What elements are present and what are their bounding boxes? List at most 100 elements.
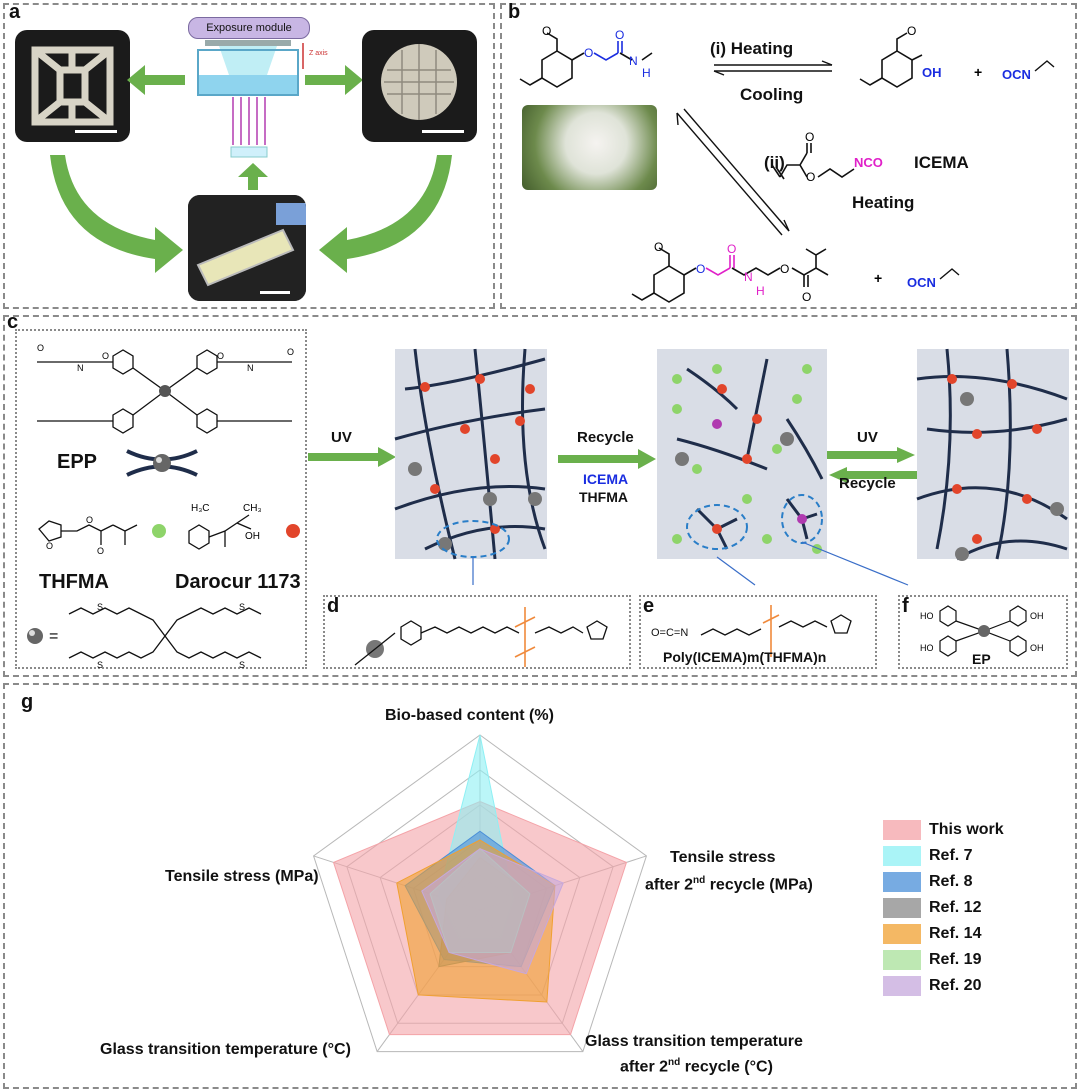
scale-bar — [260, 291, 290, 294]
epp-label: EPP — [57, 451, 98, 473]
ocn-label-1: OCN — [1002, 67, 1031, 82]
arrow-left — [127, 65, 185, 95]
svg-text:O: O — [97, 546, 104, 556]
equals-label: = — [49, 628, 58, 645]
radar-chart — [312, 734, 648, 1053]
legend-label: Ref. 12 — [929, 899, 982, 916]
network-recured — [916, 348, 1069, 561]
panel-label-f: f — [902, 595, 909, 617]
legend-item: This work — [883, 817, 1033, 843]
step2-label: (ii) — [764, 153, 785, 172]
structure-e — [700, 605, 852, 657]
uv-label-1: UV — [331, 429, 352, 446]
ch3-label: CH₃ — [243, 503, 262, 514]
h-label: H — [642, 66, 651, 80]
lilac-flower-photo — [522, 105, 657, 190]
legend-label: Ref. 14 — [929, 925, 982, 942]
panel-label-c: c — [7, 311, 19, 333]
radar-ring — [312, 734, 648, 1053]
svg-text:O: O — [287, 347, 294, 357]
connector-lines — [472, 541, 909, 586]
axis-label-right-2: after 2nd recycle (MPa) — [645, 875, 813, 894]
panel-a: a Exposure module Z axis — [3, 1, 495, 309]
lattice-sphere-photo — [362, 30, 477, 142]
oh-label: OH — [922, 65, 942, 80]
isocyanate-label: O=C=N — [651, 627, 689, 639]
legend-item: Ref. 14 — [883, 921, 1033, 947]
panel-d: d — [323, 595, 631, 669]
step2-heating: Heating — [852, 193, 915, 212]
network-depolymerized — [657, 349, 827, 559]
panel-e: e O=C=N Poly(ICEMA)m(THFMA)n — [639, 595, 877, 669]
nco-label: NCO — [854, 155, 883, 170]
svg-text:O: O — [217, 351, 224, 361]
svg-text:S: S — [239, 602, 245, 612]
reaction-scheme: O O N H O O OH + OCN — [519, 24, 1055, 304]
panel-label-a: a — [9, 1, 21, 23]
panel-label-b: b — [508, 1, 521, 23]
axis-label-bottom-right-2: after 2nd recycle (°C) — [620, 1057, 773, 1076]
panel-label-d: d — [327, 595, 340, 617]
panel-b: b O O N H O O OH + OCN — [500, 1, 1077, 309]
ep-label: EP — [972, 651, 991, 667]
svg-text:S: S — [97, 602, 103, 612]
arrow-right — [305, 65, 363, 95]
scale-bar — [75, 130, 117, 133]
panel-g: g Bio-based content (%) Tensile stress a… — [3, 683, 1077, 1089]
uv-label-2: UV — [857, 429, 878, 446]
legend-swatch — [883, 976, 921, 996]
legend-label: Ref. 20 — [929, 977, 982, 994]
lattice-cube-photo — [15, 30, 130, 142]
resin-vial-photo — [188, 195, 306, 301]
legend-swatch — [883, 846, 921, 866]
oh-label-c: OH — [245, 531, 260, 542]
lattice-sphere-image — [381, 44, 457, 120]
panel-label-e: e — [643, 595, 655, 617]
recycle-arrow-1 — [558, 449, 656, 469]
axis-label-bottom-right-1: Glass transition temperature — [585, 1033, 803, 1050]
thfma-label-c: THFMA — [579, 489, 628, 505]
network-depolymerized-diagram — [672, 358, 824, 554]
svg-text:H: H — [756, 284, 765, 298]
exposure-module-label: Exposure module — [188, 17, 310, 39]
arrow-curve-left — [50, 155, 183, 273]
svg-text:O: O — [46, 541, 53, 551]
epp-crosslinker-icon — [126, 449, 198, 477]
axis-label-top: Bio-based content (%) — [385, 707, 554, 724]
legend-swatch — [883, 820, 921, 840]
network-cured-diagram — [394, 348, 547, 560]
h3c-label: H₃C — [191, 503, 210, 514]
legend-item: Ref. 19 — [883, 947, 1033, 973]
svg-text:O: O — [802, 290, 811, 304]
axis-label-right-1: Tensile stress — [670, 849, 776, 866]
network-cured — [394, 348, 547, 560]
icema-label-c: ICEMA — [583, 471, 629, 487]
legend-swatch — [883, 924, 921, 944]
svg-text:O: O — [542, 24, 551, 38]
step1-heating: (i) Heating — [710, 39, 794, 58]
plus-label-1: + — [974, 64, 982, 80]
axis-label-left: Tensile stress (MPa) — [165, 868, 319, 885]
plus-label-2: + — [874, 270, 882, 286]
svg-text:O: O — [654, 240, 663, 254]
arrow-curve-right — [319, 155, 452, 273]
svg-text:O: O — [86, 515, 93, 525]
recycle-label-2: Recycle — [839, 475, 896, 492]
svg-text:HO: HO — [920, 611, 934, 621]
printer-schematic: Z axis — [50, 40, 452, 273]
uv-arrow-1 — [308, 447, 396, 467]
svg-text:O: O — [806, 170, 815, 184]
uv-recycle-arrows — [827, 447, 917, 483]
legend-item: Ref. 7 — [883, 843, 1033, 869]
legend-swatch — [883, 898, 921, 918]
panel-c: c O O N O N O EPP — [3, 311, 1077, 677]
svg-text:N: N — [744, 270, 753, 284]
radar-series-ref-20 — [421, 848, 564, 975]
polymer-label: Poly(ICEMA)m(THFMA)n — [663, 649, 827, 665]
svg-text:O: O — [805, 130, 814, 144]
structure-d — [354, 607, 608, 667]
svg-text:O: O — [615, 28, 624, 42]
svg-text:N: N — [77, 363, 84, 373]
darocur-label: Darocur 1173 — [175, 571, 301, 593]
